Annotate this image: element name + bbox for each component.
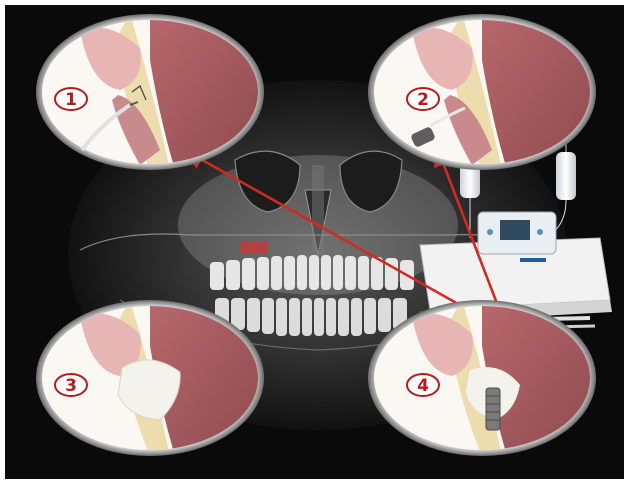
panel-3: 3 (36, 300, 266, 460)
panel-3-label: 3 (65, 376, 77, 396)
panel-2-label: 2 (417, 90, 429, 110)
panel-4-label: 4 (417, 376, 429, 396)
panel-1-label: 1 (65, 90, 77, 110)
panel-4: 4 (368, 300, 598, 460)
dental-implant-icon (486, 388, 500, 430)
